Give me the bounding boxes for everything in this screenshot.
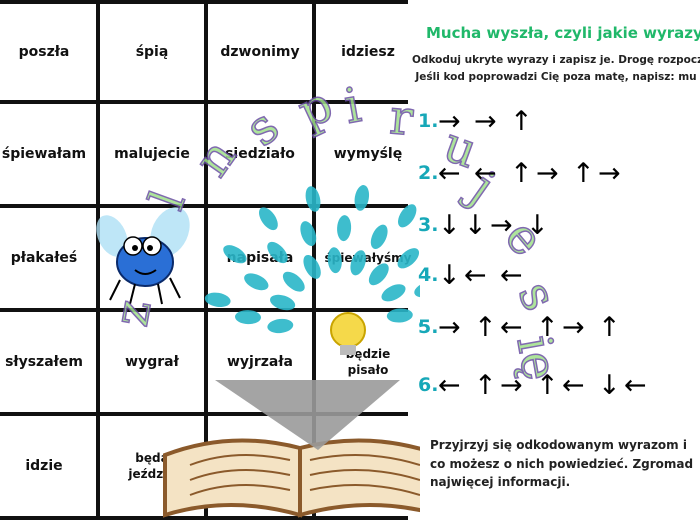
- arrow-up-icon: ↑: [536, 370, 559, 401]
- grid-cell: idzie: [0, 416, 96, 516]
- instructions: Odkoduj ukryte wyrazy i zapisz je. Drogę…: [412, 52, 700, 86]
- grid-cell: [100, 208, 204, 308]
- grid-cell: będą jeździli: [100, 416, 204, 516]
- grid-cell: dzwonimy: [208, 4, 312, 100]
- arrow-right-icon: →: [562, 312, 585, 343]
- grid-cell: wyjrzała: [208, 312, 312, 412]
- outro-text: Przyjrzyj się odkodowanym wyrazom i co m…: [430, 436, 700, 492]
- grid-cell: poszła: [0, 4, 96, 100]
- grid-cell: zasnął: [316, 416, 420, 516]
- arrow-left-icon: ←: [438, 158, 461, 189]
- grid-cell: płakałeś: [0, 208, 96, 308]
- arrow-left-icon: ←: [464, 260, 487, 291]
- grid-cell: napisała: [208, 208, 312, 308]
- arrow-up-icon: ↑: [474, 370, 497, 401]
- arrow-left-icon: ←: [438, 370, 461, 401]
- instruction-line: Jeśli kod poprowadzi Cię poza matę, napi…: [415, 70, 697, 83]
- arrow-down-icon: ↓: [598, 370, 621, 401]
- arrow-right-icon: →: [474, 106, 497, 137]
- arrow-down-icon: ↓: [438, 210, 461, 241]
- code-row-number: 5.: [418, 316, 439, 338]
- arrow-right-icon: →: [490, 210, 513, 241]
- arrow-right-icon: →: [598, 158, 621, 189]
- arrow-up-icon: ↑: [474, 312, 497, 343]
- arrow-up-icon: ↑: [510, 158, 533, 189]
- page-title: Mucha wyszła, czyli jakie wyrazy: [426, 24, 700, 42]
- grid-cell: będzie pisało: [316, 312, 420, 412]
- arrow-up-icon: ↑: [510, 106, 533, 137]
- arrow-right-icon: →: [500, 370, 523, 401]
- arrow-up-icon: ↑: [598, 312, 621, 343]
- instruction-line: Odkoduj ukryte wyrazy i zapisz je. Drogę…: [412, 54, 700, 66]
- arrow-right-icon: →: [438, 312, 461, 343]
- arrow-left-icon: ←: [474, 158, 497, 189]
- arrow-down-icon: ↓: [464, 210, 487, 241]
- arrow-up-icon: ↑: [536, 312, 559, 343]
- grid-cell: siedziało: [208, 104, 312, 204]
- watermark-letter: r: [387, 88, 416, 147]
- grid-cell: śpiewałam: [0, 104, 96, 204]
- outro-line: Przyjrzyj się odkodowanym wyrazom i: [430, 438, 687, 452]
- outro-line: co możesz o nich powiedzieć. Zgromad: [430, 456, 694, 471]
- grid-cell: malujecie: [100, 104, 204, 204]
- grid-cell: wypiorą: [208, 416, 312, 516]
- outro-line: najwięcej informacji.: [430, 475, 571, 490]
- code-row-number: 6.: [418, 374, 439, 396]
- grid-cell: wygrał: [100, 312, 204, 412]
- arrow-up-icon: ↑: [572, 158, 595, 189]
- arrow-left-icon: ←: [562, 370, 585, 401]
- arrow-down-icon: ↓: [526, 210, 549, 241]
- code-row-number: 2.: [418, 162, 439, 184]
- grid-cell: idziesz: [316, 4, 420, 100]
- grid-cell: słyszałem: [0, 312, 96, 412]
- code-row-number: 1.: [418, 110, 439, 132]
- code-row-number: 4.: [418, 264, 439, 286]
- arrow-down-icon: ↓: [438, 260, 461, 291]
- arrow-left-icon: ←: [500, 312, 523, 343]
- code-row-number: 3.: [418, 214, 439, 236]
- arrow-right-icon: →: [438, 106, 461, 137]
- grid-cell: śpiewałyśmy: [316, 208, 420, 308]
- grid-cell: śpią: [100, 4, 204, 100]
- arrow-right-icon: →: [536, 158, 559, 189]
- arrow-left-icon: ←: [500, 260, 523, 291]
- arrow-left-icon: ←: [624, 370, 647, 401]
